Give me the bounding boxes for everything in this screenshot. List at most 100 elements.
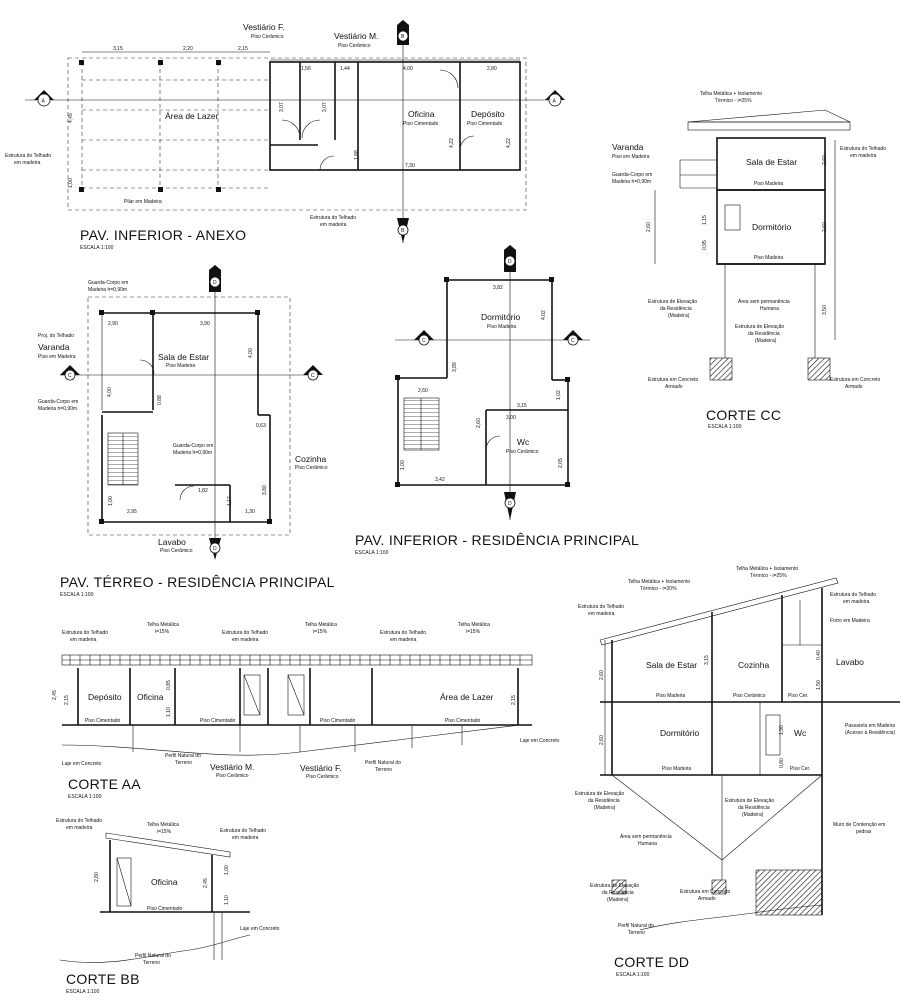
note-cc-concreto: Estrutura em Concreto <box>648 377 699 383</box>
note-dd-telha-b2: Térmico - i=20% <box>640 586 677 592</box>
dim-anexo-14: 1,88 <box>354 150 360 160</box>
title-pav-inferior-anexo: PAV. INFERIOR - ANEXO <box>80 227 246 243</box>
note-estrutura-telhado-left: Estrutura do Telhado <box>5 153 51 159</box>
dim-anexo-1: 3,15 <box>113 46 123 52</box>
room-terreo-cozinha: Cozinha <box>295 454 326 464</box>
label-cc-varanda: Varanda <box>612 142 644 152</box>
note-dd-forro: Forro em Madeira <box>830 618 870 624</box>
dim-dd-6: 1,90 <box>779 725 785 735</box>
note-bb-telha: Telha Metálica <box>147 822 179 828</box>
floor-cc-dormitorio: Piso Madeira <box>754 255 783 261</box>
section-aa: Estrutura do Telhado em madeira Telha Me… <box>52 622 560 800</box>
note-cc-area: Área sem permanência <box>738 298 790 305</box>
room-inf-wc: Wc <box>517 437 530 447</box>
dim-terreo-8: 1,30 <box>245 509 255 515</box>
dim-anexo-5: 1,44 <box>340 66 350 72</box>
title-pav-inferior: PAV. INFERIOR - RESIDÊNCIA PRINCIPAL <box>355 532 639 548</box>
dim-anexo-13: 4,22 <box>506 138 512 148</box>
note-cc-est-elev-3: (Madeira) <box>668 313 690 319</box>
note-pilar-madeira: Pilar em Madeira <box>124 199 162 205</box>
plan-anexo: A A B B 3,15 2,20 2,15 1,56 1,44 4,00 2,… <box>5 20 565 251</box>
section-marker-c-terreo-right: C <box>311 373 315 379</box>
note-cc-estrutura-2: em madeira <box>850 153 877 159</box>
floor-dd-wc: Piso Cer. <box>790 766 810 772</box>
dim-cc-1: 2,60 <box>822 155 828 165</box>
scale-corte-cc: ESCALA 1:100 <box>708 424 742 430</box>
dim-terreo-9: 3,80 <box>262 485 268 495</box>
dim-cc-5: 1,15 <box>702 215 708 225</box>
note-dd-passarela: Passarela em Madeira <box>845 723 895 729</box>
note-bb-perfil2: Terreno <box>143 960 160 966</box>
dim-anexo-15: 1,00 <box>68 178 74 188</box>
note-dd-telha-b: Telha Metálica + Isolamento <box>628 579 690 585</box>
floor-vestiario-f: Piso Cerâmico <box>251 34 284 40</box>
room-dd-dormitorio: Dormitório <box>660 728 699 738</box>
dim-inf-7: 1,02 <box>556 390 562 400</box>
section-marker-a-right: A <box>553 99 557 105</box>
room-inf-dormitorio: Dormitório <box>481 312 520 322</box>
scale-corte-bb: ESCALA 1:100 <box>66 989 100 995</box>
section-bb: Estrutura do Telhado em madeira Telha Me… <box>56 818 280 995</box>
floor-vestiario-m: Piso Cerâmico <box>338 43 371 49</box>
room-area-lazer: Área de Lazer <box>165 111 219 121</box>
label-aa-vest-m: Vestiário M. <box>210 762 254 772</box>
dim-anexo-4: 1,56 <box>301 66 311 72</box>
section-marker-c-inf-left: C <box>422 338 426 344</box>
scale-terreo: ESCALA 1:100 <box>60 592 94 598</box>
note-aa-telha1b: i=15% <box>155 629 170 635</box>
floor-cc-varanda: Piso em Madeira <box>612 154 650 160</box>
room-dd-wc: Wc <box>794 728 807 738</box>
dim-aa-1: 2,45 <box>52 690 58 700</box>
note-dd-telha: Telha Metálica + Isolamento <box>736 566 798 572</box>
label-aa-vest-f: Vestiário F. <box>300 763 342 773</box>
dim-anexo-7: 2,80 <box>487 66 497 72</box>
floor-aa-piso4: Piso Cimentado <box>445 718 481 724</box>
dim-inf-9: 3,42 <box>435 477 445 483</box>
note-bb-estrutura-r2: em madeira <box>232 835 259 841</box>
note-dd-estr-conc: Estrutura em Concreto <box>680 889 731 895</box>
dim-terreo-5: 0,63 <box>256 423 266 429</box>
note-bb-estrutura-r: Estrutura do Telhado <box>220 828 266 834</box>
note-cc-telha-2: Térmico - i=25% <box>715 98 752 104</box>
room-cc-sala: Sala de Estar <box>746 157 797 167</box>
scale-inferior: ESCALA 1:100 <box>355 550 389 556</box>
note-dd-muro2: pedras <box>856 829 872 835</box>
floor-dd-dormitorio: Piso Madeira <box>662 766 691 772</box>
note-aa-laje2: Laje em Concreto <box>520 738 560 744</box>
floor-dd-cozinha: Piso Cerâmico <box>733 693 766 699</box>
note-dd-est-elev-c3: (Madeira) <box>742 812 764 818</box>
dim-anexo-10: 3,07 <box>279 102 285 112</box>
dim-inf-6: 3,15 <box>517 403 527 409</box>
note-aa-estrutura2b: em madeira <box>232 637 259 643</box>
note-cc-guarda-2: Madeira h=0,90m <box>612 179 651 185</box>
section-marker-c-terreo-left: C <box>68 373 72 379</box>
note-dd-passarela2: (Acesso à Residência) <box>845 730 895 736</box>
room-dd-cozinha: Cozinha <box>738 660 769 670</box>
dim-anexo-2: 2,20 <box>183 46 193 52</box>
floor-aa-vest-m: Piso Cerâmico <box>216 773 249 779</box>
note-aa-perfil-b: Perfil Natural do <box>365 760 401 766</box>
title-corte-aa: CORTE AA <box>68 776 141 792</box>
dim-dd-1: 2,60 <box>599 670 605 680</box>
floor-cc-sala: Piso Madeira <box>754 181 783 187</box>
dim-cc-3: 3,50 <box>822 305 828 315</box>
note-aa-telha3b: i=15% <box>466 629 481 635</box>
dim-inf-5: 3,00 <box>506 415 516 421</box>
dim-cc-6: 0,95 <box>702 240 708 250</box>
dim-anexo-9: 7,30 <box>405 163 415 169</box>
note-aa-perfil-b2: Terreno <box>375 767 392 773</box>
note-dd-perfil2: Terreno <box>628 930 645 936</box>
note-dd-est-elev3: (Madeira) <box>594 805 616 811</box>
room-aa-area: Área de Lazer <box>440 692 494 702</box>
dim-dd-2: 3,15 <box>704 655 710 665</box>
note-aa-telha2b: i=15% <box>313 629 328 635</box>
note-bb-estrutura: Estrutura do Telhado <box>56 818 102 824</box>
note-dd-est-elev: Estrutura de Elevação <box>575 791 624 797</box>
room-terreo-lavabo: Lavabo <box>158 537 186 547</box>
section-marker-d-inf-top: D <box>508 259 512 265</box>
dim-terreo-7: 2,95 <box>127 509 137 515</box>
floor-inf-wc: Piso Cerâmico <box>506 449 539 455</box>
dim-anexo-12: 4,22 <box>449 138 455 148</box>
note-cc-est-elev-b-3: (Madeira) <box>755 338 777 344</box>
note-cc-est-elev-b: Estrutura de Elevação <box>735 324 784 330</box>
